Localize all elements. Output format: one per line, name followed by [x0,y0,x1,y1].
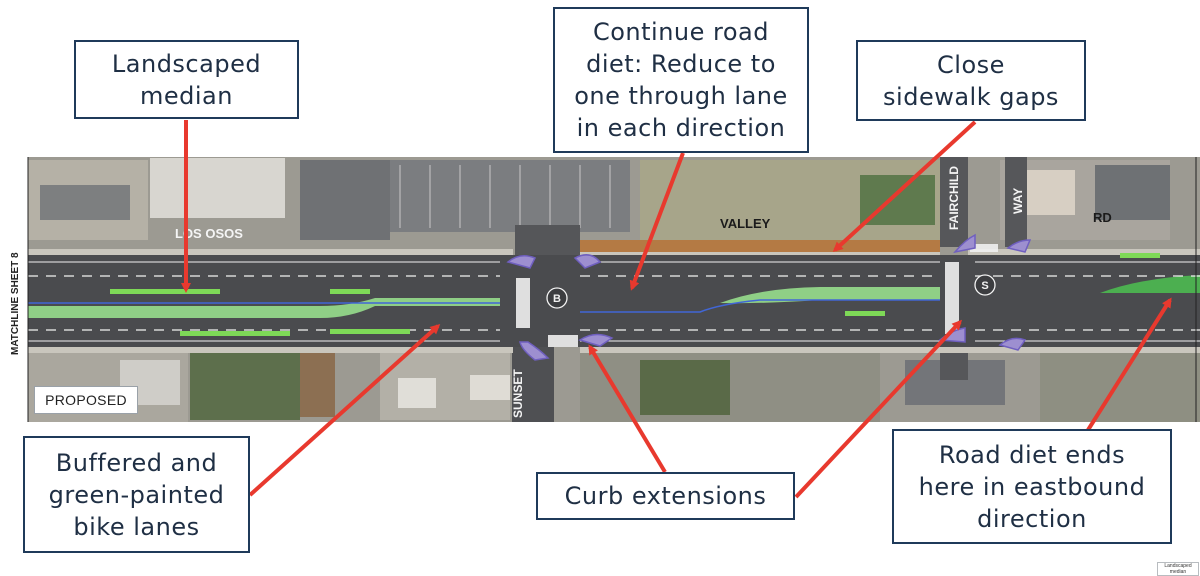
arrow-curb-ext-2 [794,319,963,499]
north-parking-east [1095,165,1170,220]
callout-road-diet-ends: Road diet ends here in eastbound directi… [892,429,1172,544]
south-sidewalk-east [580,347,1200,353]
callout-road-diet: Continue road diet: Reduce to one throug… [553,7,809,153]
lane-lines [28,275,1200,331]
callout-landscaped-median: Landscaped median [74,40,299,119]
street-label-fairchild: FAIRCHILD [947,166,961,230]
north-parking-lot-3 [390,160,630,232]
new-sidewalk-brown [580,240,940,252]
arrow-curb-ext-1 [588,344,667,474]
matchline-band [0,157,28,422]
crosswalks [516,244,998,347]
bike-lane-green-marks [110,253,1160,336]
arrow-sidewalk-gaps [832,120,977,253]
south-building-4 [470,375,510,400]
matchline-label: MATCHLINE SHEET 8 [10,252,21,355]
callout-arrows [181,120,1172,499]
south-block-east [1040,345,1200,422]
callout-bike-lanes: Buffered and green-painted bike lanes [23,436,250,553]
intersection-marker-s-label: S [981,280,988,292]
callout-curb-extensions: Curb extensions [536,472,795,520]
south-building-3 [398,378,436,408]
intersection-marker-s [974,274,996,296]
intersection-marker-b-label: B [553,293,561,305]
legend-thumbnail: Landscaped median [1157,562,1199,576]
north-building-1 [150,158,285,218]
north-parking-lot-2 [300,160,390,240]
south-sidewalk-west [28,347,513,353]
south-building-2 [300,352,335,417]
north-sidewalk-west [28,249,513,255]
street-label-way: WAY [1011,188,1025,214]
callout-sidewalk-gaps: Close sidewalk gaps [856,40,1086,121]
north-parking-lot-1 [40,185,130,220]
proposed-label: PROPOSED [34,386,138,414]
arrow-road-diet-ends [1086,297,1172,432]
north-sidewalk-far-east [968,249,1200,255]
north-building-east [1020,170,1075,215]
center-lines [28,299,940,313]
arrow-road-diet [629,152,685,291]
landscaped-median-east [720,287,940,304]
intersection-marker-b [546,287,568,309]
arrow-bike-lanes [248,323,441,497]
intersection-b-north [515,225,580,255]
south-trees-2 [640,360,730,415]
street-label-rd: RD [1093,210,1112,225]
way-street [1005,157,1027,247]
landscaped-median-far-east [1020,275,1200,293]
south-trees-1 [190,350,300,420]
fairchild-street [940,157,968,247]
street-label-sunset: SUNSET [511,369,525,418]
parking-stripes [399,165,611,228]
street-label-los-osos: LOS OSOS [175,226,243,241]
street-label-valley: VALLEY [720,216,771,231]
